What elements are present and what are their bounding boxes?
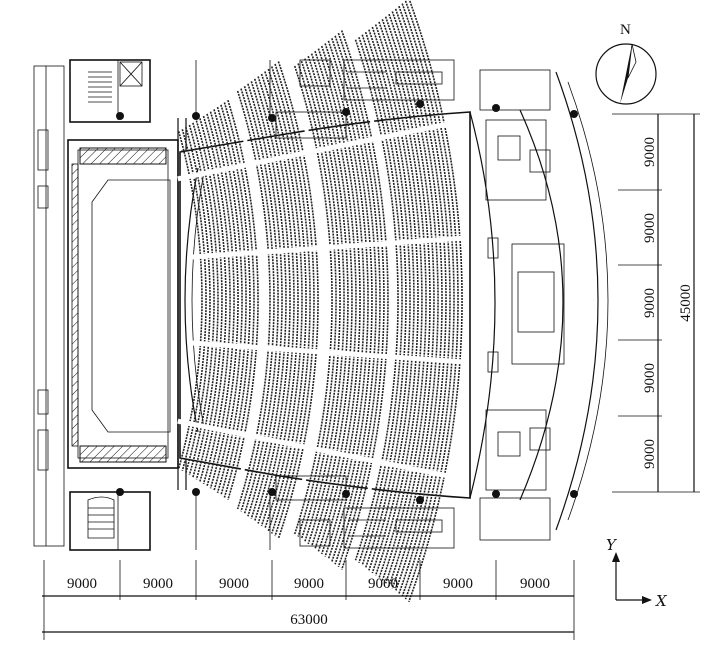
- seat-row: [223, 102, 255, 498]
- v-dim-2: 9000: [642, 213, 658, 243]
- audience-seating: [177, 0, 468, 603]
- seat-row: [358, 36, 403, 564]
- h-dim-6: 9000: [443, 576, 473, 592]
- seat-row: [195, 120, 223, 480]
- seat-row: [324, 43, 369, 557]
- seat-row: [202, 115, 231, 485]
- cross-aisle: [218, 58, 266, 542]
- seat-row: [401, 3, 455, 597]
- seat-row: [317, 48, 361, 552]
- horizontal-dimension-chain: 9000 9000 9000 9000 9000 9000 9000 63000: [42, 560, 575, 640]
- seat-row: [253, 78, 291, 522]
- h-dim-total: 63000: [290, 612, 328, 628]
- h-dim-2: 9000: [143, 576, 173, 592]
- v-dim-1: 9000: [642, 137, 658, 167]
- seat-row: [206, 113, 235, 487]
- seat-row: [274, 63, 315, 537]
- seat-row: [216, 106, 247, 494]
- north-arrow: N: [595, 22, 657, 105]
- column-grid: [116, 60, 578, 550]
- seat-row: [408, 0, 463, 603]
- seat-row: [297, 63, 337, 537]
- cross-aisle: [276, 36, 329, 564]
- seat-row: [264, 71, 303, 529]
- seat-row: [240, 88, 275, 512]
- seat-row: [384, 16, 435, 584]
- seat-row: [293, 65, 333, 535]
- seat-row: [340, 30, 389, 570]
- seat-row: [227, 99, 259, 501]
- auditorium: [177, 0, 496, 603]
- aisle: [188, 235, 468, 260]
- seat-row: [378, 21, 427, 579]
- stage-block: [67, 118, 187, 490]
- seat-row: [364, 31, 411, 569]
- h-dim-7: 9000: [520, 576, 550, 592]
- seat-row: [331, 38, 377, 562]
- seat-row: [247, 83, 283, 517]
- north-label: N: [620, 22, 631, 38]
- seat-row: [337, 32, 385, 568]
- seat-row: [181, 129, 207, 471]
- h-dim-3: 9000: [219, 576, 249, 592]
- seat-row: [257, 76, 295, 524]
- seat-row: [199, 118, 227, 482]
- seat-row: [404, 0, 459, 600]
- axis-indicator: Y X: [606, 536, 668, 610]
- seat-row: [381, 19, 431, 581]
- seat-row: [300, 60, 341, 540]
- seat-row: [320, 45, 365, 555]
- left-service-wing: [33, 59, 151, 551]
- seat-row: [243, 85, 279, 515]
- y-axis-label: Y: [606, 536, 618, 554]
- seat-row: [391, 11, 443, 589]
- seat-row: [260, 73, 299, 527]
- seat-row: [185, 126, 211, 474]
- h-dim-1: 9000: [67, 576, 97, 592]
- seat-row: [209, 111, 239, 489]
- aisle: [177, 120, 453, 182]
- seat-row: [394, 8, 447, 592]
- seat-row: [374, 24, 423, 576]
- seat-row: [220, 104, 251, 496]
- v-dim-total: 45000: [678, 284, 694, 322]
- seat-row: [270, 66, 311, 534]
- seat-row: [314, 50, 357, 550]
- seat-row: [277, 61, 319, 539]
- vertical-dimension-chain: 9000 9000 9000 9000 9000 45000: [612, 113, 700, 493]
- v-dim-3: 9000: [642, 288, 658, 318]
- h-dim-5: 9000: [368, 576, 398, 592]
- seat-row: [188, 124, 215, 476]
- seat-row: [177, 131, 203, 469]
- seat-row: [267, 68, 307, 532]
- seat-row: [368, 29, 415, 571]
- seat-row: [310, 53, 353, 547]
- x-axis-label: X: [655, 592, 668, 610]
- north-side-rooms: [275, 59, 551, 139]
- seat-row: [354, 39, 399, 561]
- seat-row: [213, 109, 243, 491]
- v-dim-5: 9000: [642, 439, 658, 469]
- seat-row: [307, 55, 349, 545]
- aisle: [188, 340, 468, 365]
- seat-row: [250, 81, 287, 519]
- v-dim-4: 9000: [642, 363, 658, 393]
- h-dim-4: 9000: [294, 576, 324, 592]
- seat-row: [192, 122, 219, 478]
- seat-row: [304, 58, 345, 542]
- seat-row: [236, 90, 271, 510]
- seat-row: [361, 34, 407, 566]
- seat-row: [371, 26, 419, 574]
- south-side-rooms: [275, 475, 551, 549]
- aisle: [177, 418, 453, 480]
- rear-lobby-wing: [485, 71, 609, 531]
